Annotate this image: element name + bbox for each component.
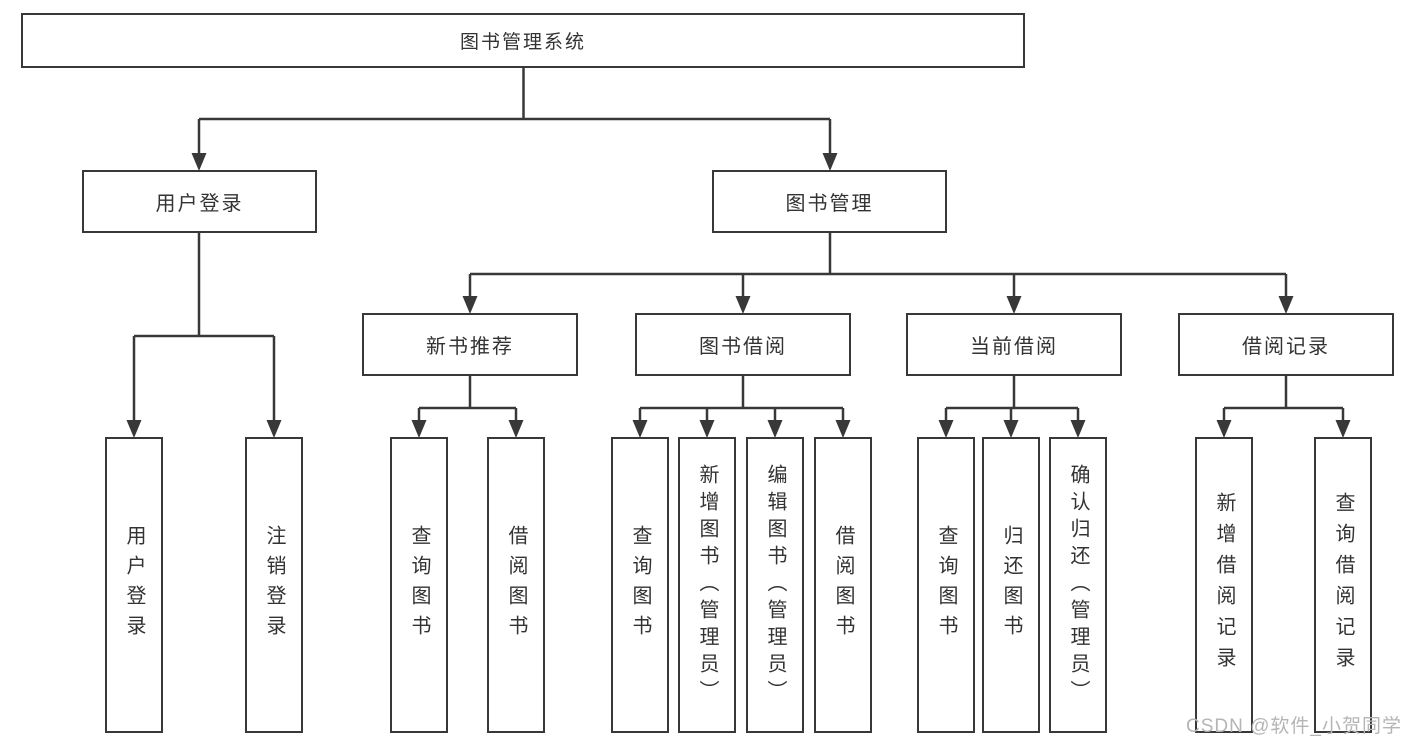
leaf-user-login: 用户登录 <box>105 437 163 733</box>
leaf-label: 查询图书 <box>408 525 430 645</box>
leaf-label: 用户登录 <box>123 525 145 645</box>
node-new-book-recommend: 新书推荐 <box>362 313 578 376</box>
leaf-label: 借阅图书 <box>505 525 527 645</box>
node-book-management: 图书管理 <box>712 170 947 233</box>
node-book-borrow: 图书借阅 <box>635 313 851 376</box>
watermark: CSDN @软件_小贺同学 <box>1186 716 1402 737</box>
leaf-label: 注销登录 <box>263 525 285 645</box>
leaf-add-borrow-record: 新增借阅记录 <box>1195 437 1253 733</box>
leaf-label: 查询图书 <box>935 525 957 645</box>
arrow-down-icon <box>126 153 1351 438</box>
leaf-query-books-borrow: 查询图书 <box>611 437 669 733</box>
leaf-label: 借阅图书 <box>832 525 854 645</box>
leaf-query-borrow-record: 查询借阅记录 <box>1314 437 1372 733</box>
leaf-add-book-admin: 新增图书（管理员） <box>678 437 736 733</box>
node-borrow-records: 借阅记录 <box>1178 313 1394 376</box>
leaf-label: 查询图书 <box>629 525 651 645</box>
leaf-logout: 注销登录 <box>245 437 303 733</box>
leaf-borrow-books: 借阅图书 <box>814 437 872 733</box>
leaf-label: 编辑图书（管理员） <box>764 463 786 707</box>
leaf-label: 新增图书（管理员） <box>696 463 718 707</box>
leaf-confirm-return-admin: 确认归还（管理员） <box>1049 437 1107 733</box>
node-current-borrow: 当前借阅 <box>906 313 1122 376</box>
leaf-query-books-recommend: 查询图书 <box>390 437 448 733</box>
leaf-borrow-books-recommend: 借阅图书 <box>487 437 545 733</box>
leaf-label: 新增借阅记录 <box>1213 492 1235 678</box>
leaf-return-book: 归还图书 <box>982 437 1040 733</box>
leaf-edit-book-admin: 编辑图书（管理员） <box>746 437 804 733</box>
leaf-query-books-current: 查询图书 <box>917 437 975 733</box>
leaf-label: 查询借阅记录 <box>1332 492 1354 678</box>
node-library-system: 图书管理系统 <box>21 13 1025 68</box>
node-user-login: 用户登录 <box>82 170 317 233</box>
leaf-label: 确认归还（管理员） <box>1067 463 1089 707</box>
leaf-label: 归还图书 <box>1000 525 1022 645</box>
